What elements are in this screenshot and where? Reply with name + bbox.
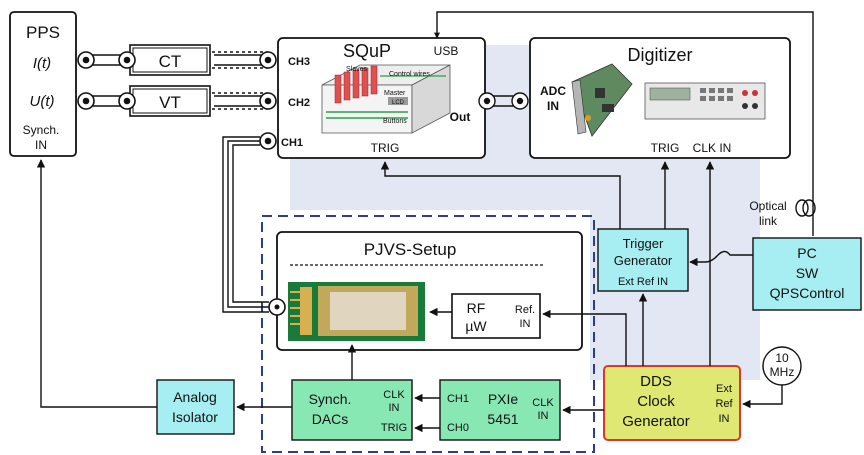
pc-to-trigger-line (689, 250, 753, 267)
squp-slaves-label: Slaves (346, 66, 368, 73)
squp-trig-label: TRIG (371, 141, 400, 155)
digitizer-block: Digitizer ADC IN TRIG CLK IN (529, 37, 791, 159)
ct-label: CT (159, 52, 182, 71)
dds-ref-label: Ref (715, 398, 733, 410)
pjvs-dashed-frame (261, 215, 595, 453)
optical-link-label-1: Optical (749, 199, 786, 213)
ref-10-label: 10 (775, 351, 789, 365)
pc-sw-label: SW (796, 265, 819, 281)
digitizer-adc-label: ADC (540, 84, 566, 98)
synch-dacs-label-2: DACs (312, 411, 349, 427)
digitizer-card-image (571, 63, 633, 137)
pps-voltage-label: U(t) (30, 93, 55, 110)
rf-ref-in-label: IN (520, 318, 531, 330)
pjvs-setup-title: PJVS-Setup (364, 240, 457, 259)
digitizer-clk-label: CLK IN (693, 141, 732, 155)
rf-label: RF (467, 300, 486, 316)
coax-connectors (77, 51, 277, 150)
squp-title: SQuP (343, 41, 391, 61)
pxie-model-label: 5451 (487, 411, 518, 427)
squp-usb-label: USB (434, 44, 459, 58)
pc-block: PC SW QPSControl (752, 237, 862, 311)
squp-ch1-label: CH1 (281, 137, 303, 149)
squp-control-wires-label: Control wires (389, 71, 430, 78)
usb-cable (436, 11, 814, 236)
squp-ch3-label: CH3 (288, 56, 310, 68)
squp-master-label: Master (384, 90, 406, 97)
synch-dacs-block: Synch. DACs CLK IN TRIG (291, 379, 413, 441)
coax-squp-to-digitizer (478, 92, 529, 110)
analog-isolator-block: Analog Isolator (156, 379, 235, 435)
squp-ch2-label: CH2 (288, 97, 310, 109)
trigger-generator-ext-ref: Ext Ref IN (618, 276, 668, 288)
squp-buttons-label: Buttons (383, 118, 407, 125)
pxie-clk-in-label: IN (538, 410, 549, 422)
dds-in-label: IN (719, 413, 730, 425)
analog-isolator-label-1: Analog (173, 389, 217, 405)
dds-label-2: Clock (637, 393, 675, 410)
vt-label: VT (159, 93, 181, 112)
ct-block: CT (129, 44, 211, 76)
pxie-label: PXIe (488, 391, 519, 407)
squp-block: SQuP USB CH3 CH2 CH1 Out TRIG Slaves Con… (277, 37, 486, 159)
optical-link-label-2: link (759, 214, 778, 228)
synch-dacs-trig-label: TRIG (381, 422, 407, 434)
dds-label-3: Generator (622, 413, 690, 430)
squp-lcd-label: LCD (392, 100, 405, 106)
synch-dacs-label-1: Synch. (309, 391, 352, 407)
squp-out-label: Out (450, 110, 471, 124)
digitizer-trig-label: TRIG (651, 141, 680, 155)
pc-label: PC (797, 245, 816, 261)
pjvs-chip-image (288, 282, 425, 341)
squp-device-illustration: Slaves Control wires Master LCD Buttons (321, 64, 451, 134)
synch-dacs-clk-in-label: IN (389, 402, 400, 414)
optical-link: Optical link (749, 199, 816, 228)
pxie-ch1-label: CH1 (447, 393, 469, 405)
pxie-clk-label: CLK (532, 397, 554, 409)
pps-synch-label: Synch. (23, 123, 60, 137)
reference-10mhz-source: 10 MHz (762, 346, 802, 386)
signal-connections (36, 136, 783, 433)
ref-mhz-label: MHz (770, 365, 795, 379)
rf-ref-label: Ref. (515, 304, 535, 316)
synch-dacs-clk-label: CLK (383, 389, 405, 401)
pps-synch-in-label: IN (35, 138, 47, 152)
digitizer-instrument-image (644, 82, 766, 120)
trigger-generator-block: Trigger Generator Ext Ref IN (597, 228, 689, 292)
trigger-generator-label-1: Trigger (623, 236, 664, 251)
trigger-generator-label-2: Generator (614, 253, 673, 268)
pjvs-connector (268, 298, 286, 316)
microwave-label: µW (465, 318, 487, 334)
pxie-ch0-label: CH0 (447, 422, 469, 434)
pxie-block: CH1 CH0 PXIe 5451 CLK IN (439, 379, 561, 441)
pps-current-label: I(t) (33, 55, 51, 72)
dds-ext-label: Ext (716, 383, 732, 395)
dds-label-1: DDS (640, 373, 672, 390)
analog-isolator-label-2: Isolator (172, 409, 218, 425)
pc-qpscontrol-label: QPSControl (770, 285, 845, 301)
digitizer-adc-in-label: IN (547, 99, 559, 113)
rf-microwave-block: RF µW Ref. IN (451, 293, 541, 339)
vt-block: VT (129, 85, 211, 117)
pps-block: PPS I(t) U(t) Synch. IN (9, 11, 77, 157)
dds-clock-generator-block: DDS Clock Generator Ext Ref IN (603, 365, 741, 441)
pps-title: PPS (26, 23, 60, 42)
digitizer-title: Digitizer (627, 45, 692, 65)
